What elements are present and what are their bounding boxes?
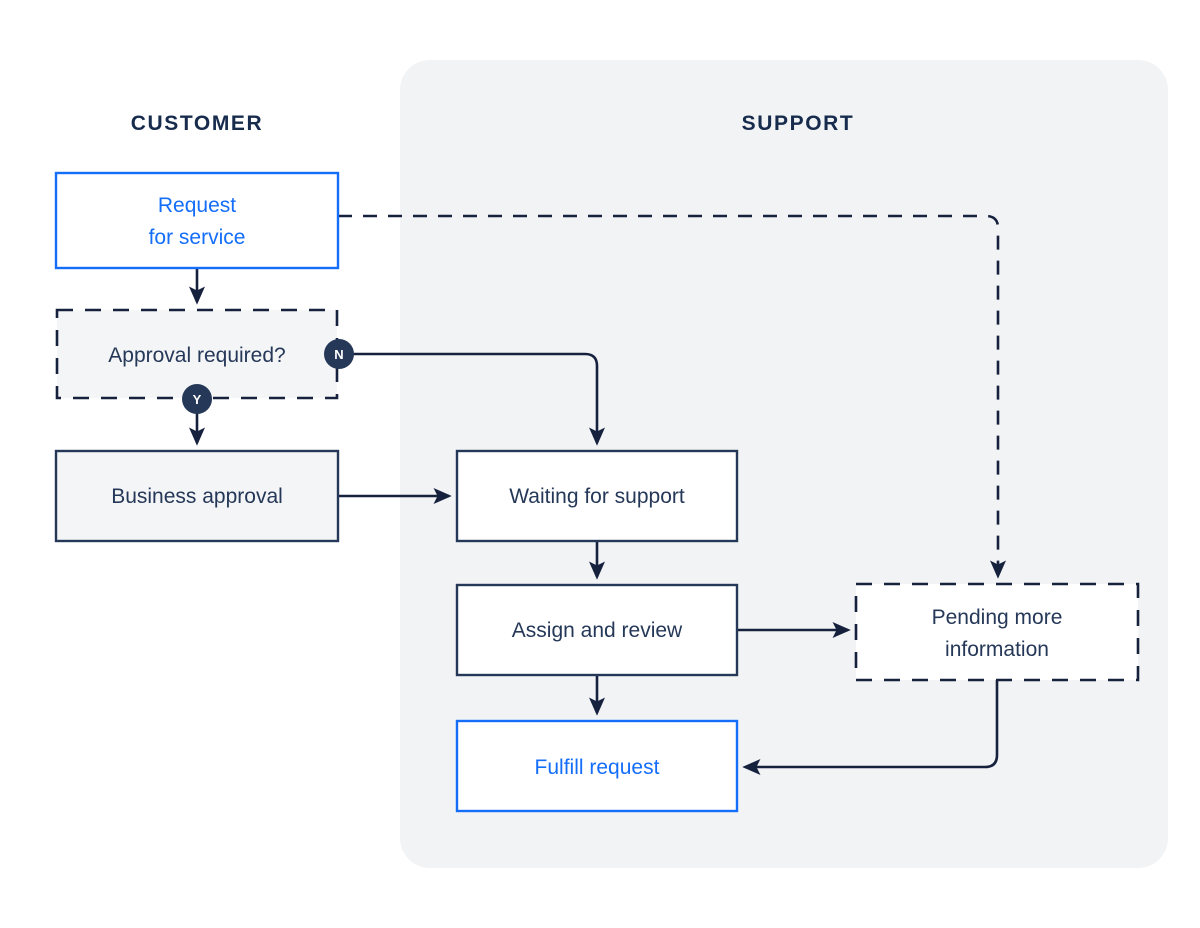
node-label-pending-more-information-line2: information — [945, 638, 1049, 661]
badge-yes[interactable]: Y — [182, 384, 212, 414]
lane-title-customer: CUSTOMER — [131, 112, 264, 135]
badge-no[interactable]: N — [324, 339, 354, 369]
node-fulfill-request[interactable]: Fulfill request — [455, 719, 739, 813]
badge-no-label: N — [334, 347, 343, 362]
node-box-business-approval — [54, 449, 340, 543]
node-label-request-for-service-line2: for service — [149, 226, 246, 249]
node-label-pending-more-information-line1: Pending more — [932, 606, 1063, 629]
node-box-assign-and-review — [455, 583, 739, 677]
edge-pending-to-fulfill — [742, 680, 999, 776]
node-pending-more-information[interactable]: Pending more information — [854, 582, 1140, 682]
edge-request-to-pending — [338, 214, 1007, 579]
badge-yes-label: Y — [193, 392, 202, 407]
node-label-business-approval: Business approval — [111, 485, 283, 508]
node-label-waiting-for-support: Waiting for support — [509, 485, 685, 508]
node-label-approval-required: Approval required? — [108, 344, 285, 367]
node-business-approval[interactable]: Business approval — [54, 449, 340, 543]
node-label-assign-and-review: Assign and review — [512, 619, 683, 642]
edge-no-to-waiting — [353, 352, 606, 446]
node-assign-and-review[interactable]: Assign and review — [455, 583, 739, 677]
node-box-request-for-service — [54, 171, 340, 270]
node-waiting-for-support[interactable]: Waiting for support — [455, 449, 739, 543]
node-label-fulfill-request: Fulfill request — [535, 756, 660, 779]
node-box-pending-more-information — [854, 582, 1140, 682]
node-box-waiting-for-support — [455, 449, 739, 543]
node-request-for-service[interactable]: Request for service — [54, 171, 340, 270]
lane-title-support: SUPPORT — [742, 112, 855, 135]
badge-yes-circle — [182, 384, 212, 414]
node-label-request-for-service-line1: Request — [158, 194, 236, 217]
node-box-fulfill-request — [455, 719, 739, 813]
badge-no-circle — [324, 339, 354, 369]
